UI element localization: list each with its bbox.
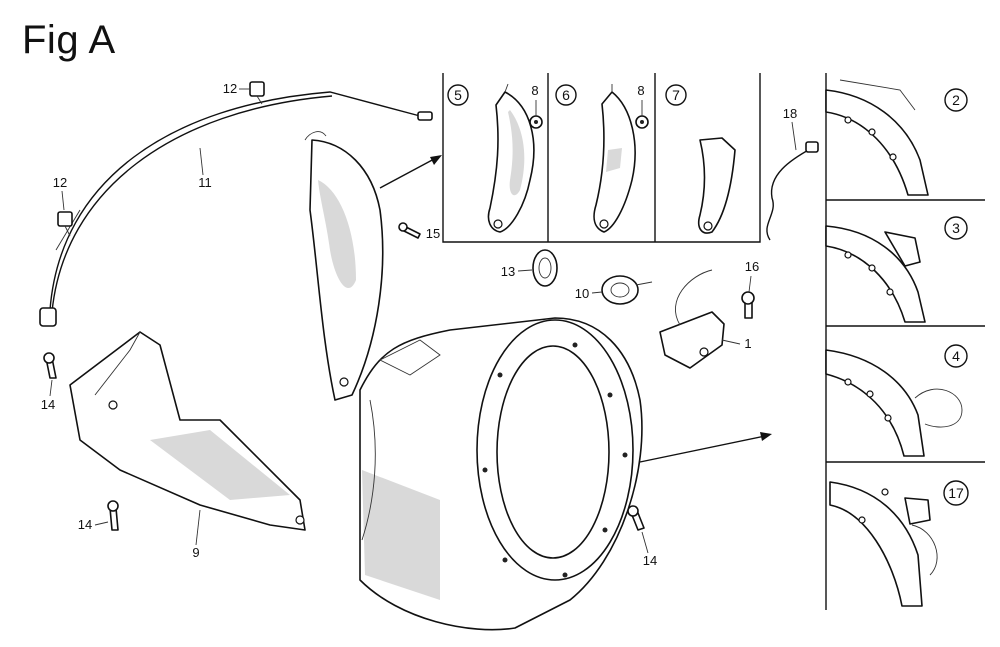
label-15: 15: [426, 226, 440, 241]
inset-2-shroud-edge: [825, 79, 929, 196]
grommet-13-icon: [532, 249, 558, 287]
bolt-12-left-icon: [57, 211, 73, 237]
arrow-to-insets-icon: [639, 432, 772, 463]
label-4: 4: [952, 348, 960, 364]
label-17: 17: [948, 485, 964, 501]
inset-4-shroud-edge: [825, 349, 963, 457]
label-16: 16: [745, 259, 759, 274]
inset-3-shroud-edge: [825, 225, 926, 323]
label-8b: 8: [637, 83, 644, 98]
bolt-12-top-icon: [249, 81, 265, 105]
nut-8a-icon: [529, 100, 543, 129]
wire-18: [766, 141, 819, 241]
label-6: 6: [562, 87, 570, 103]
nut-8b-icon: [635, 100, 649, 129]
labels: 5 6 7 2 3 4 17 8 8 12 12 11 15 13 10 16 …: [41, 81, 969, 568]
cable-11: [39, 91, 433, 327]
detail-panel-5-6-7: [442, 73, 761, 243]
label-14-left: 14: [41, 397, 55, 412]
inset-17-shroud-edge: [829, 481, 938, 607]
label-14-right: 14: [643, 553, 657, 568]
figure-title: Fig A: [22, 18, 116, 62]
bracket-6: [593, 84, 636, 233]
label-9: 9: [192, 545, 199, 560]
switch-10: [601, 275, 653, 305]
upper-shroud-plate: [304, 131, 384, 401]
label-3: 3: [952, 220, 960, 236]
fan-shroud-main: [359, 317, 643, 631]
label-12-left: 12: [53, 175, 67, 190]
label-1: 1: [744, 336, 751, 351]
arrow-to-detail-icon: [379, 155, 442, 189]
label-2: 2: [952, 92, 960, 108]
label-7: 7: [672, 87, 680, 103]
screw-16-icon: [741, 291, 755, 319]
label-14-bottom: 14: [78, 517, 92, 532]
inset-panels: [825, 73, 985, 610]
label-5: 5: [454, 87, 462, 103]
label-10: 10: [575, 286, 589, 301]
label-8a: 8: [531, 83, 538, 98]
label-18: 18: [783, 106, 797, 121]
bolt-14-bottom-icon: [107, 500, 119, 531]
label-13: 13: [501, 264, 515, 279]
bottom-cover-9: [69, 331, 306, 531]
label-11: 11: [198, 175, 212, 190]
bolt-14-left-icon: [43, 352, 57, 379]
label-12-top: 12: [223, 81, 237, 96]
bracket-5: [487, 83, 535, 233]
bolt-14-right-icon: [627, 505, 645, 531]
sensor-1: [659, 269, 725, 369]
screw-15-icon: [398, 222, 421, 239]
bracket-7: [697, 137, 736, 234]
